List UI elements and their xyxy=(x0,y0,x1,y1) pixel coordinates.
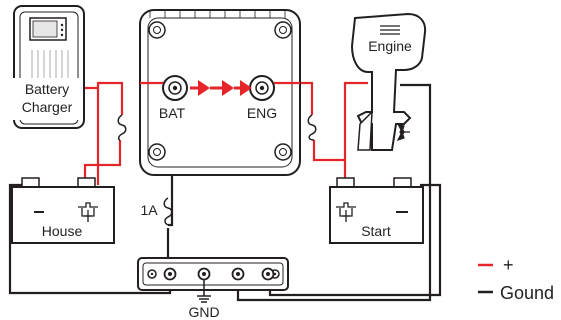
positive-wires xyxy=(82,81,368,185)
fuse-icon-left xyxy=(117,114,127,141)
start-label: Start xyxy=(361,223,391,239)
terminal-icon xyxy=(231,267,245,281)
gnd-label: GND xyxy=(188,304,219,320)
terminal-icon xyxy=(261,267,275,281)
terminal-icon xyxy=(148,143,166,161)
eng-label: ENG xyxy=(247,105,277,121)
charging-relay: BAT ENG xyxy=(139,9,301,176)
terminal-icon xyxy=(148,21,166,39)
terminal-icon xyxy=(274,143,292,161)
charger-label-line1: Battery xyxy=(25,81,69,97)
bat-label: BAT xyxy=(159,105,186,121)
start-battery: Start xyxy=(329,177,424,244)
outboard-engine: Engine xyxy=(350,12,427,151)
fuse-icon-right xyxy=(307,114,317,141)
house-label: House xyxy=(42,223,83,239)
arrow-icon xyxy=(190,80,252,96)
fuse-icon-ground xyxy=(163,197,173,226)
fuse-label: 1A xyxy=(140,202,158,218)
ground-busbar xyxy=(137,257,289,291)
terminal-icon xyxy=(197,267,211,281)
house-battery: House xyxy=(11,177,115,244)
engine-label: Engine xyxy=(368,38,412,54)
ground-icon xyxy=(197,280,211,303)
propeller-icon xyxy=(396,122,410,142)
battery-charger: Battery Charger xyxy=(12,5,85,129)
legend-ground-label: Gound xyxy=(500,283,554,303)
charger-label-line2: Charger xyxy=(22,99,73,115)
legend-positive-label: + xyxy=(503,255,514,275)
terminal-icon xyxy=(274,21,292,39)
legend: + Gound xyxy=(478,255,554,303)
terminal-icon xyxy=(163,267,177,281)
